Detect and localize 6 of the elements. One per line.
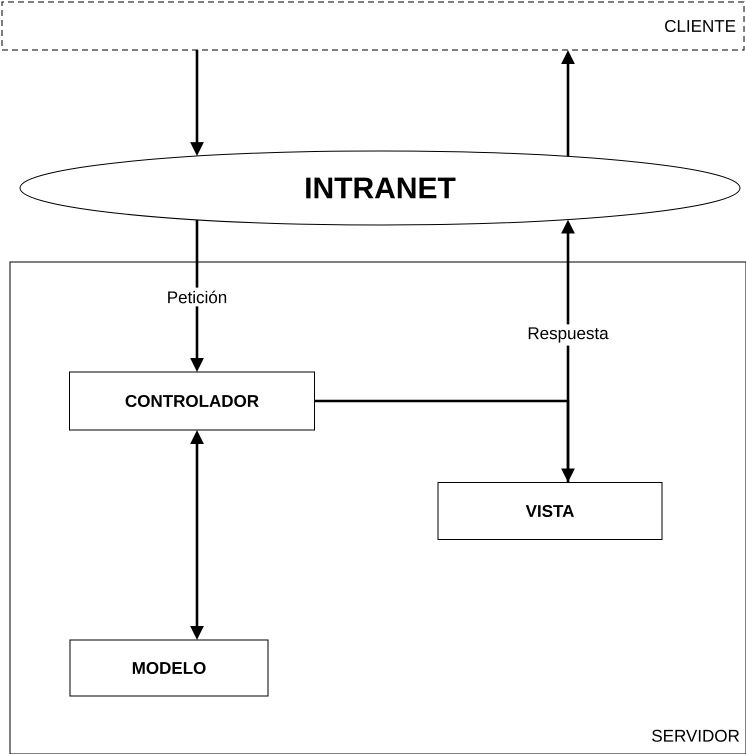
edge-label: Petición (164, 288, 230, 306)
component-box: CONTROLADOR (69, 372, 315, 430)
component-box: MODELO (70, 640, 268, 696)
client-box: CLIENTE (2, 2, 745, 50)
component-box: VISTA (438, 482, 662, 540)
edge-label: Respuesta (524, 324, 612, 346)
